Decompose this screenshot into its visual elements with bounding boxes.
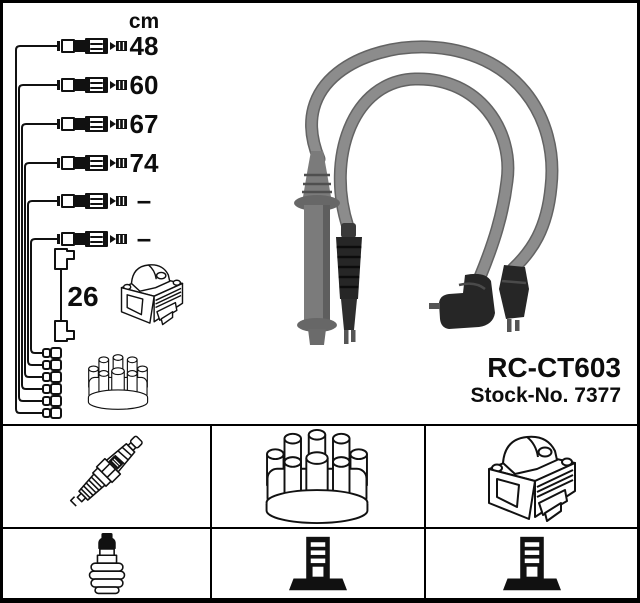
cable-connector-row <box>57 116 127 132</box>
application-legend <box>3 426 637 598</box>
cap-terminal-stack <box>42 347 62 419</box>
wire-bus <box>15 45 60 414</box>
main-panel: cm 48 60 67 74 – – 26 <box>3 3 637 426</box>
length-label: – <box>137 223 151 253</box>
ignition-coil-icon <box>120 263 184 326</box>
length-label: 48 <box>130 31 159 61</box>
ignition-lead <box>333 72 515 284</box>
coil-boot <box>294 151 340 345</box>
plug-boot <box>499 265 529 332</box>
post-terminal-icon <box>289 536 347 590</box>
unit-label: cm <box>129 10 159 33</box>
post-terminal-icon <box>502 536 561 590</box>
cable-connector-rows <box>57 38 127 247</box>
legend-cell-plug-terminal <box>3 529 212 598</box>
length-label: 60 <box>130 70 159 100</box>
legend-cell-post-terminal <box>212 529 426 598</box>
legend-cell-distributor-cap <box>212 426 426 529</box>
product-identification: RC-CT603 Stock-No. 7377 <box>470 353 621 409</box>
plug-boot <box>336 223 362 344</box>
plug-terminal-icon <box>88 532 125 594</box>
cable-connector-row <box>57 155 127 171</box>
product-code: RC-CT603 <box>487 352 621 383</box>
cable-connector-row <box>57 38 127 54</box>
product-photo <box>294 40 559 345</box>
cable-length-diagram: cm 48 60 67 74 – – 26 <box>15 10 184 419</box>
ignition-lead <box>305 40 559 276</box>
coil-wire-length-label: 26 <box>67 281 98 312</box>
cable-connector-row <box>57 231 127 247</box>
elbow-boot <box>429 273 495 329</box>
distributor-cap-icon <box>87 353 149 411</box>
cable-connector-row <box>57 77 127 93</box>
ignition-coil-icon <box>488 435 576 522</box>
distributor-cap-icon <box>265 428 369 525</box>
coil-wire <box>54 248 75 342</box>
legend-cell-ignition-coil <box>426 426 637 529</box>
legend-cell-post-terminal <box>426 529 637 598</box>
length-label: 74 <box>130 148 159 178</box>
cable-connector-row <box>57 193 127 209</box>
length-label: 67 <box>130 109 159 139</box>
stock-number: Stock-No. 7377 <box>470 384 621 407</box>
length-label: – <box>137 185 151 215</box>
legend-cell-spark-plug <box>3 426 212 529</box>
spark-plug-icon <box>66 430 149 513</box>
